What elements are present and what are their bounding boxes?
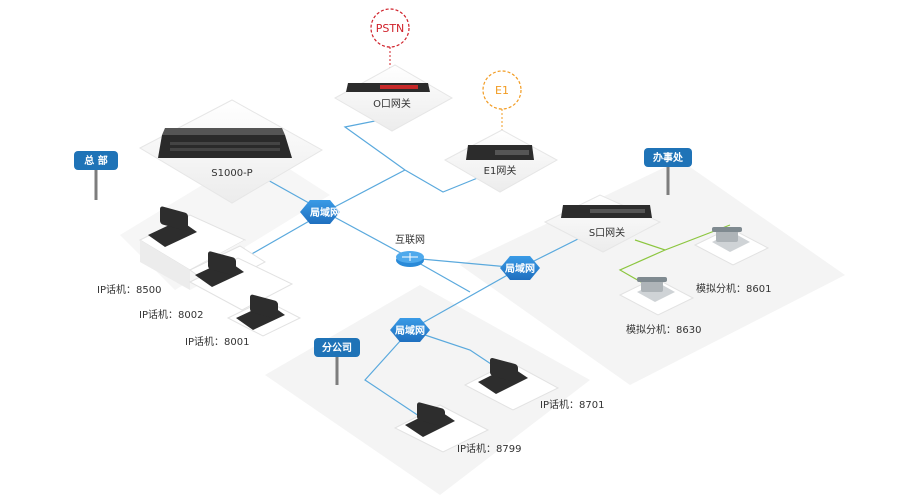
branch-site-area <box>265 285 590 495</box>
s1000p-server: S1000-P <box>138 99 324 204</box>
ip-phone-8002-label: IP话机：8002 <box>139 308 203 321</box>
analog-phone-8630 <box>618 277 695 316</box>
ip-phone-8001-label: IP话机：8001 <box>185 335 249 348</box>
ip-phone-8799-label: IP话机：8799 <box>457 442 521 455</box>
pstn-label: PSTN <box>376 22 405 35</box>
s-gateway-label: S口网关 <box>589 226 625 239</box>
e1-label: E1 <box>495 84 509 97</box>
ip-phone-8001 <box>236 294 285 330</box>
site-badge-hq: 总 部 <box>74 151 118 200</box>
lan-node-hq-label: 局域网 <box>309 206 340 219</box>
lan-node-office-label: 局域网 <box>504 262 535 275</box>
o-gateway-device: O口网关 <box>333 64 454 132</box>
site-badge-office: 办事处 <box>644 148 692 195</box>
o-gateway-label: O口网关 <box>373 97 411 110</box>
site-badge-branch-label: 分公司 <box>322 341 352 354</box>
site-badge-hq-label: 总 部 <box>84 154 107 167</box>
link-e1-gateway <box>404 169 486 193</box>
internet-node: 互联网 <box>395 234 425 267</box>
lan-node-branch-label: 局域网 <box>394 324 425 337</box>
site-badge-branch: 分公司 <box>314 338 360 385</box>
s-gateway-device: S口网关 <box>543 194 662 253</box>
site-badge-office-label: 办事处 <box>653 151 684 164</box>
link-branch-8799 <box>364 329 426 421</box>
lan-node-branch: 局域网 <box>390 318 430 342</box>
office-site-area <box>460 160 845 385</box>
internet-label: 互联网 <box>395 234 425 246</box>
s1000p-label: S1000-P <box>211 168 252 179</box>
ip-phone-8500-label: IP话机：8500 <box>97 283 161 296</box>
ip-phone-8799 <box>393 402 490 453</box>
e1-gateway-label: E1网关 <box>484 164 517 177</box>
lan-node-office: 局域网 <box>500 256 540 280</box>
analog-phone-8630-label: 模拟分机：8630 <box>626 323 701 336</box>
e1-gateway-device: E1网关 <box>443 129 559 193</box>
lan-node-hq: 局域网 <box>300 200 340 224</box>
link-core-lan <box>324 169 406 213</box>
link-internet-hq <box>324 211 411 259</box>
analog-phone-8601 <box>693 227 770 266</box>
ip-phone-8701 <box>463 357 560 411</box>
analog-phone-8601-label: 模拟分机：8601 <box>696 282 771 295</box>
ip-phone-8002 <box>195 251 244 287</box>
link-office-lan-branch <box>409 267 521 331</box>
pstn-trunk: PSTN <box>370 8 410 80</box>
ip-phone-8701-label: IP话机：8701 <box>540 398 604 411</box>
e1-trunk: E1 <box>482 70 522 140</box>
ip-phone-8500 <box>148 206 197 247</box>
